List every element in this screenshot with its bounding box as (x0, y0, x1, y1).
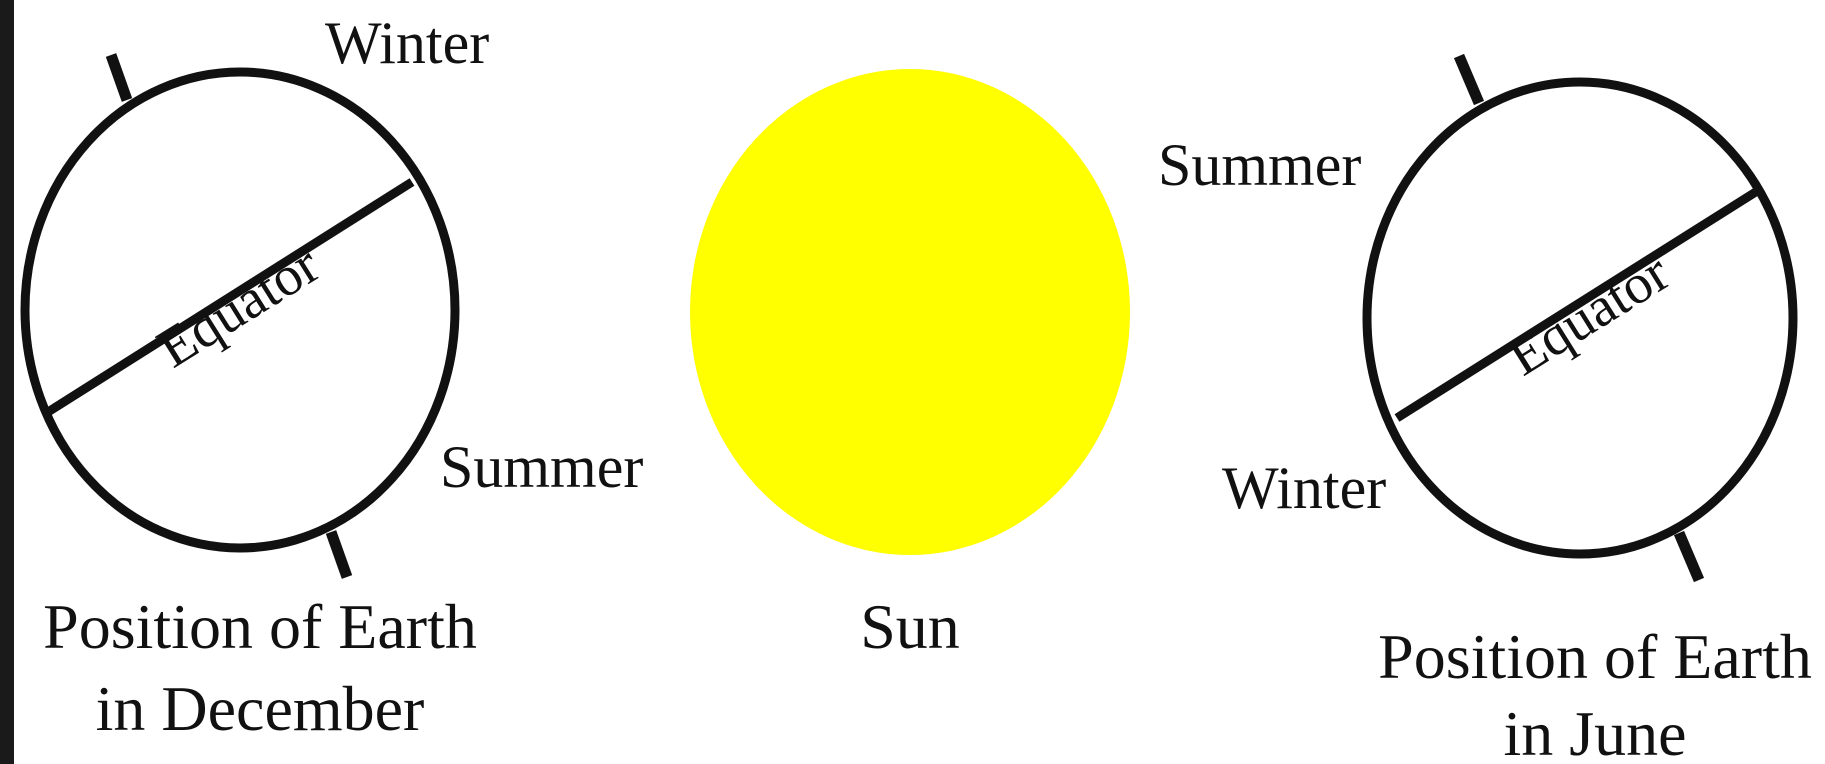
earth-december-caption-line2: in December (96, 673, 425, 744)
earth-june-winter-label: Winter (1222, 455, 1386, 521)
earth-december-winter-label: Winter (325, 10, 489, 76)
earth-december: Equator Winter Summer Position of Earth … (25, 10, 643, 744)
earth-june-caption-line1: Position of Earth (1378, 621, 1812, 692)
earth-june-south-axis-stub (1679, 533, 1699, 580)
earth-december-north-axis-stub (111, 55, 127, 100)
sun-label: Sun (860, 591, 960, 662)
earth-december-equator-label: Equator (147, 233, 330, 380)
earth-december-south-axis-stub (331, 532, 347, 577)
earth-december-caption-line1: Position of Earth (43, 591, 477, 662)
earth-june-summer-label: Summer (1158, 132, 1361, 198)
earth-june-north-axis-stub (1459, 56, 1479, 103)
left-frame-edge (0, 0, 14, 764)
earth-december-summer-label: Summer (440, 434, 643, 500)
sun: Sun (690, 69, 1130, 662)
sun-disc (690, 69, 1130, 555)
earth-june: Equator Summer Winter Position of Earth … (1158, 56, 1812, 764)
earth-june-equator-label: Equator (1497, 241, 1680, 388)
earth-june-caption-line2: in June (1503, 698, 1686, 764)
